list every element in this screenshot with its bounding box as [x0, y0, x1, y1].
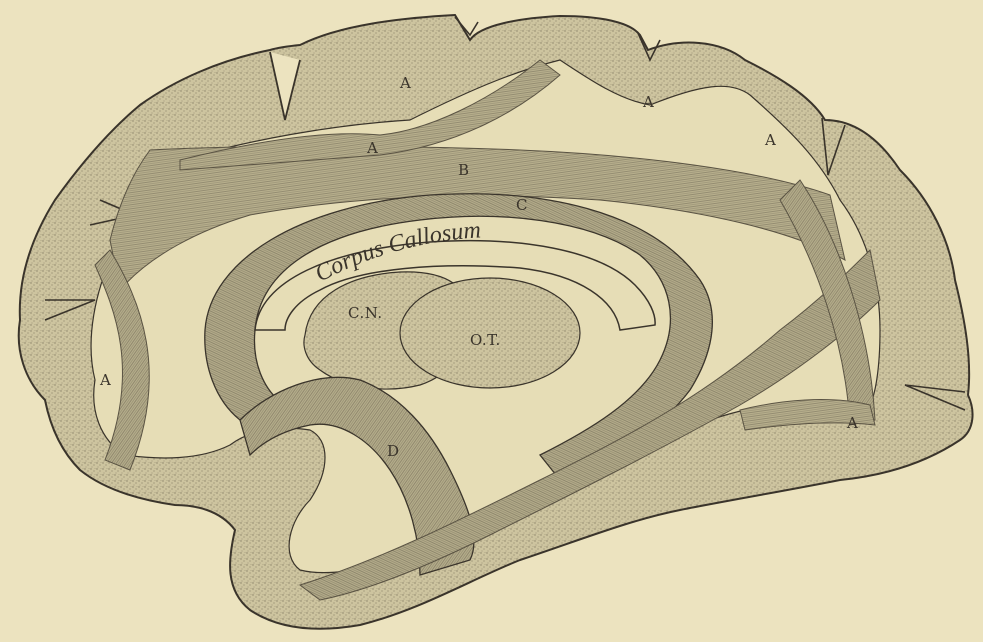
label-a-right: A: [764, 131, 776, 149]
label-a-bottom-right: A: [846, 414, 858, 432]
label-a-top: A: [399, 74, 411, 92]
label-c: C: [516, 196, 527, 214]
label-a-mid: A: [366, 139, 378, 157]
label-b: B: [458, 161, 469, 179]
label-d: D: [387, 442, 399, 460]
label-a-top-right: A: [642, 93, 654, 111]
label-a-left: A: [99, 371, 111, 389]
label-caudate-nucleus: C.N.: [348, 304, 383, 322]
label-optic-thalamus: O.T.: [470, 331, 501, 349]
